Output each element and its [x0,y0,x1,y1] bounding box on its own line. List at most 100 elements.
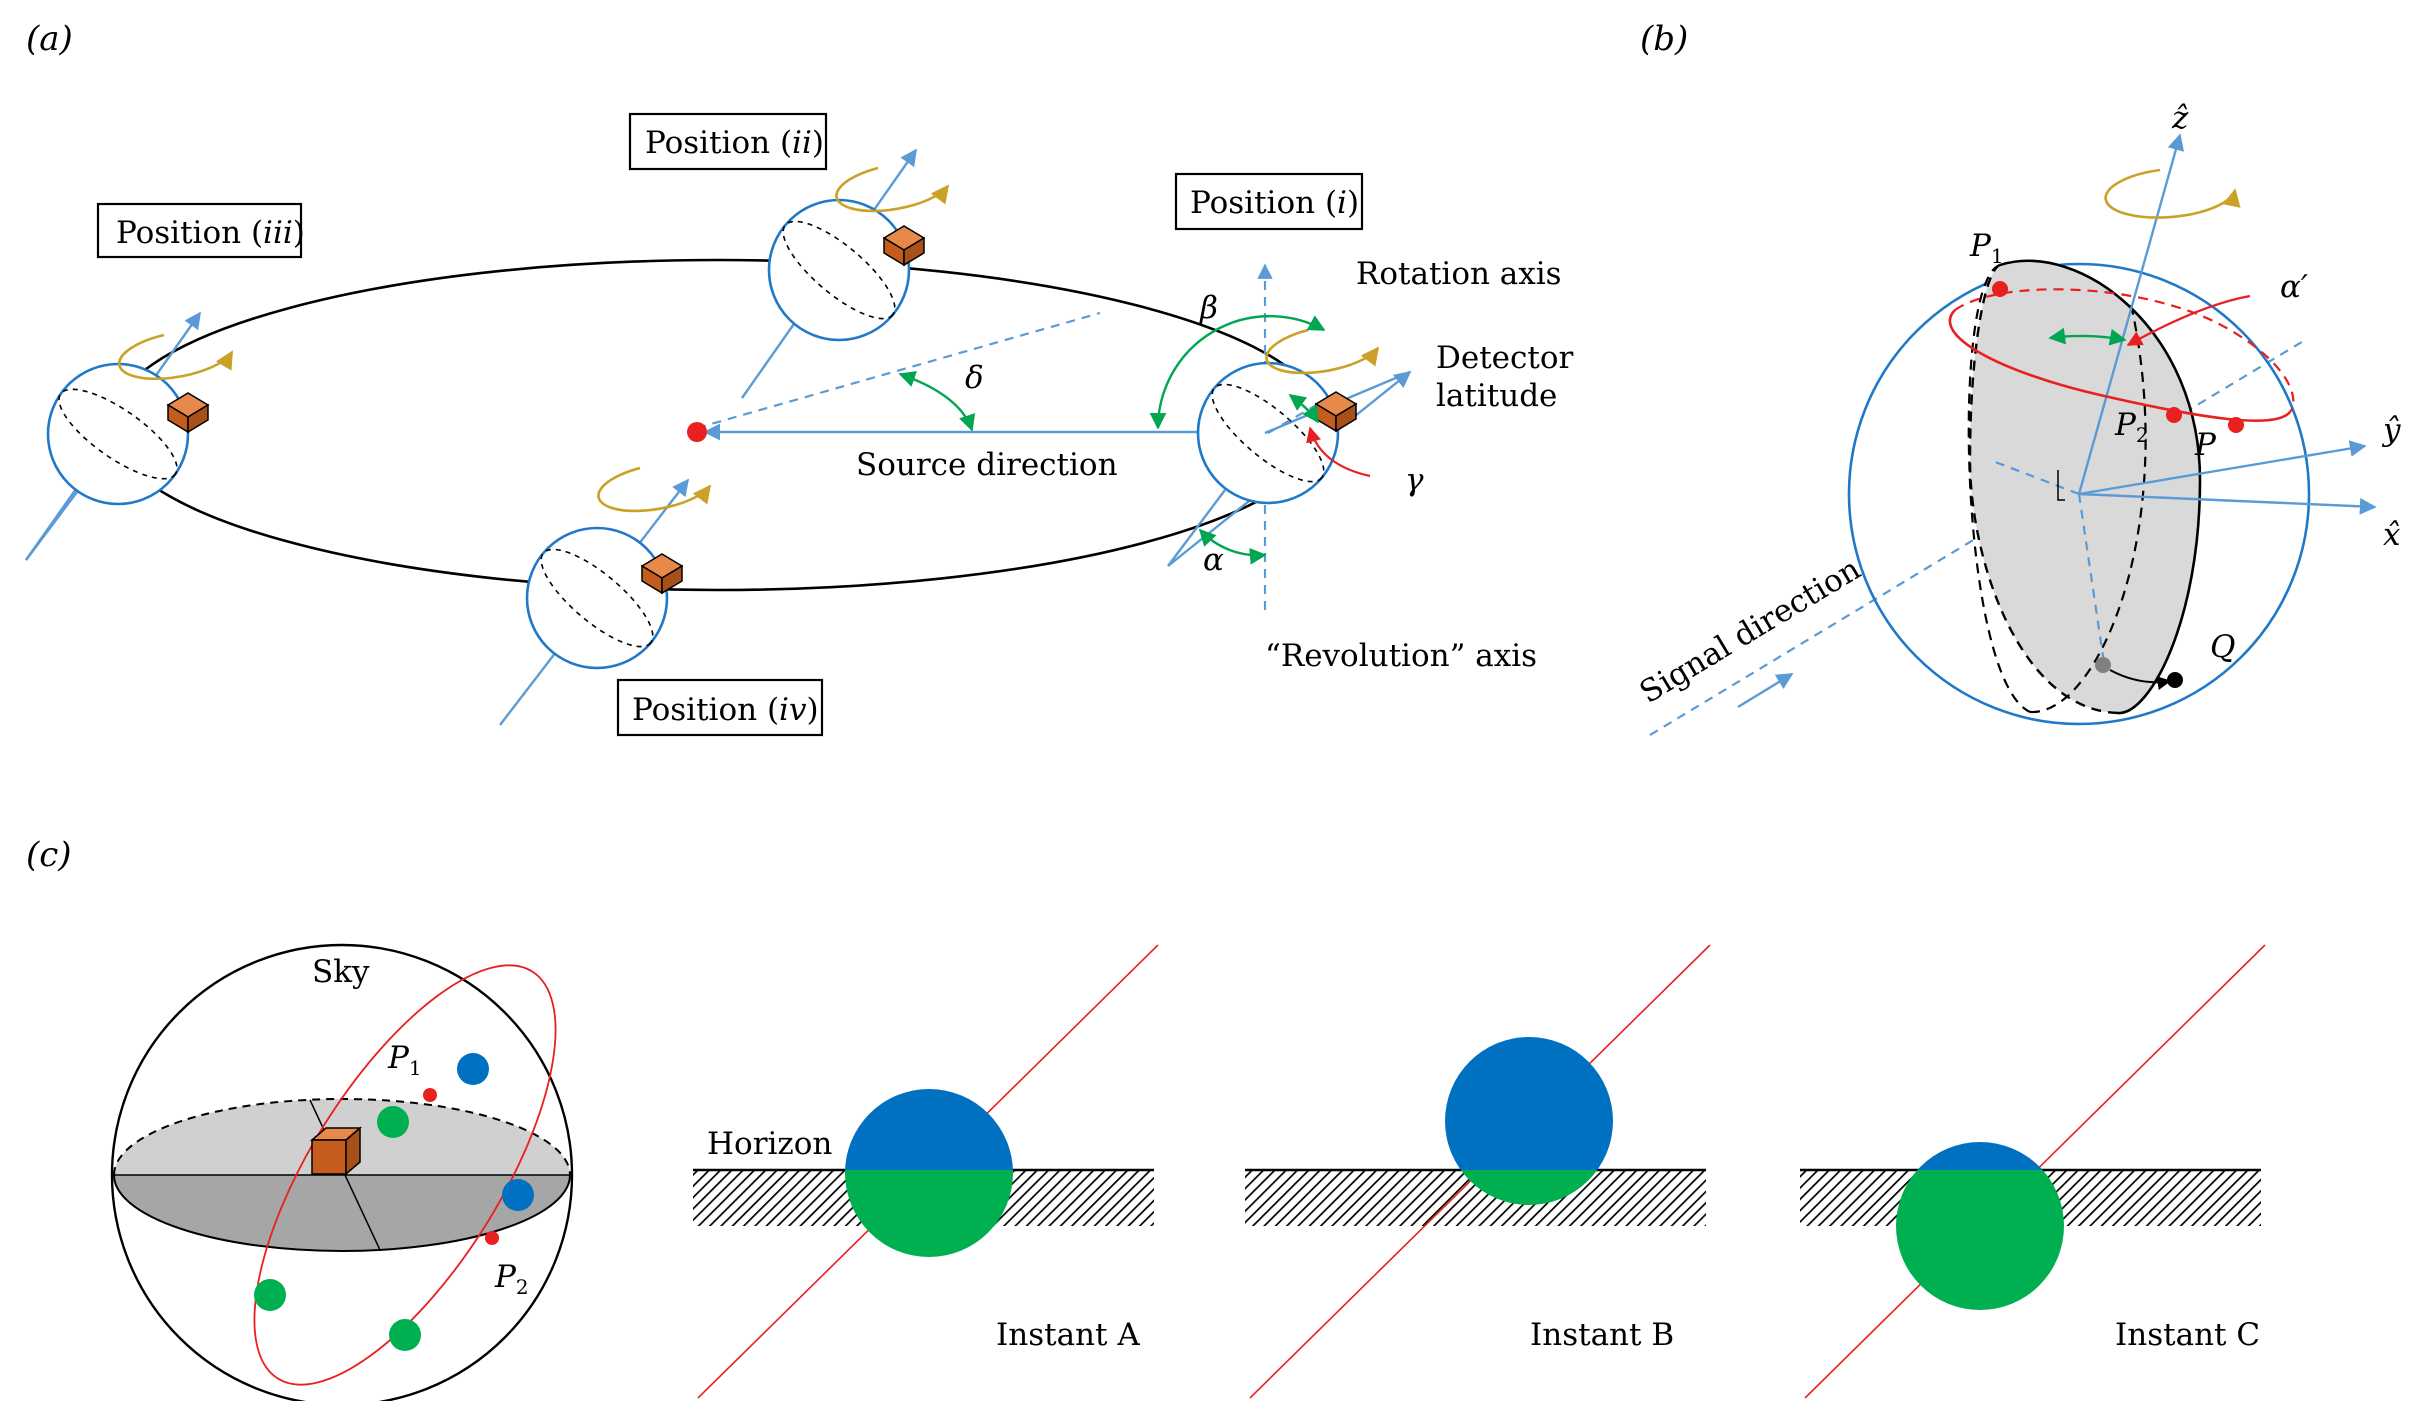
y-axis-label: ŷ [2381,412,2401,448]
delta-symbol: δ [965,360,984,396]
instant-a-label: Instant A [996,1317,1140,1353]
instant-c: Instant C [1800,944,2266,1399]
gamma-symbol: γ [1405,462,1424,498]
source-green-1 [377,1106,409,1138]
sky-p2-label: P2 [494,1259,529,1299]
label-box-i [1174,172,1364,231]
sky-outline [110,943,574,1401]
beta-arc [1149,314,1326,430]
label-box-ii [628,112,828,171]
rotation-arrow-ii [835,166,950,213]
earth-position-i [1149,314,1412,567]
signal-direction-label: Signal direction [1634,551,1867,711]
panel-label-a: (a) [26,19,73,59]
p2-label: P2 [2114,407,2149,447]
latitude-ellipse-iii [58,388,178,480]
source-track [253,964,557,1386]
source-blue-2 [502,1179,534,1211]
detector-box-iv [640,553,684,595]
source-blue-1 [457,1053,489,1085]
source-lower-b [1460,1170,1598,1205]
instant-b-label: Instant B [1530,1317,1674,1353]
sky-label: Sky [312,954,370,990]
source-lower-a [845,1170,1013,1257]
p-label: P [2194,427,2217,463]
label-position-iv: Position (iv) [632,692,819,728]
latitude-arc [1288,393,1319,424]
disk-edge-dashed-2 [1967,263,2031,713]
detector-box-ii [882,225,926,267]
label-position-iii: Position (iii) [116,215,305,251]
alpha-prime-pointer [2126,294,2251,346]
x-axis-label: x̂ [2383,517,2401,553]
alpha-arc [1198,528,1267,565]
orbit-ellipse [108,258,1328,592]
sky-p1-label: P1 [387,1040,422,1080]
point-p [2228,417,2244,433]
p1-label: P1 [1969,228,2004,268]
latitude-ellipse-ii [782,220,896,320]
source-direction-dashed [696,311,1101,430]
panel-c: Sky P1 P2 Horizon Instant A Instant B [110,943,2266,1401]
z-axis [2077,133,2184,495]
detector-box-c [309,1126,363,1176]
source-upper-b [1445,1037,1613,1170]
latitude-ellipse-iv [540,548,654,648]
source-dot [687,422,707,442]
label-box-iii [96,202,303,259]
z-axis-label: ẑ [2171,100,2189,136]
panel-label-b: (b) [1640,19,1688,59]
alpha-prime-arc [2048,327,2127,346]
q-arrow [2109,669,2172,690]
source-upper-a [845,1089,1013,1170]
beta-symbol: β [1199,290,1218,326]
rotation-arrow-b [2104,168,2241,219]
detector-box-iii [166,392,210,434]
point-q [2167,672,2183,688]
celestial-sphere [1847,262,2311,726]
source-direction-label: Source direction [856,447,1118,483]
x-axis [2078,492,2377,515]
source-green-3 [389,1319,421,1351]
panel-label-c: (c) [26,835,72,875]
right-angle-mark [2057,470,2065,501]
earth-position-ii [741,148,950,399]
alpha-symbol: α [1203,542,1224,578]
panel-a: δ [25,112,1573,737]
sky-p2 [485,1231,499,1245]
gamma-pointer [1306,426,1371,478]
y-axis [2078,440,2367,496]
delta-arc [898,371,976,432]
disk-edge-back [1968,263,2119,715]
sky-p1 [423,1088,437,1102]
rotation-axis-label: Rotation axis [1356,256,1562,292]
point-p2 [2166,407,2182,423]
instant-a: Horizon Instant A [693,944,1159,1399]
horizon-label: Horizon [707,1126,832,1162]
rotation-arrow-iv [597,466,712,513]
detector-latitude-label-2: latitude [1436,378,1557,414]
horizon-front-edge [113,1174,571,1252]
instant-c-label: Instant C [2115,1317,2260,1353]
detector-latitude-label-1: Detector [1436,340,1573,376]
source-upper-c [1917,1142,2043,1170]
horizon-plane-bottom [114,1175,570,1251]
detector-plane-disk [1970,260,2200,714]
source-path-front [1948,309,2291,423]
label-box-iv [616,678,824,737]
rotation-arrow-iii [118,333,234,381]
label-position-i: Position (i) [1190,185,1359,221]
source-green-2 [254,1279,286,1311]
source-path-back [1954,288,2295,413]
revolution-axis-label: “Revolution” axis [1265,638,1537,674]
instant-b: Instant B [1245,944,1711,1399]
point-p1 [1992,281,2008,297]
q-label: Q [2210,629,2235,665]
point-q-start [2095,657,2111,673]
panel-b: Signal direction ẑ ŷ x̂ P1 [1634,100,2401,736]
alpha-prime-label: α′ [2280,269,2308,305]
signal-direction-arrow [1737,672,1794,709]
source-lower-c [1896,1170,2064,1310]
sky-sphere: Sky P1 P2 [110,943,574,1401]
